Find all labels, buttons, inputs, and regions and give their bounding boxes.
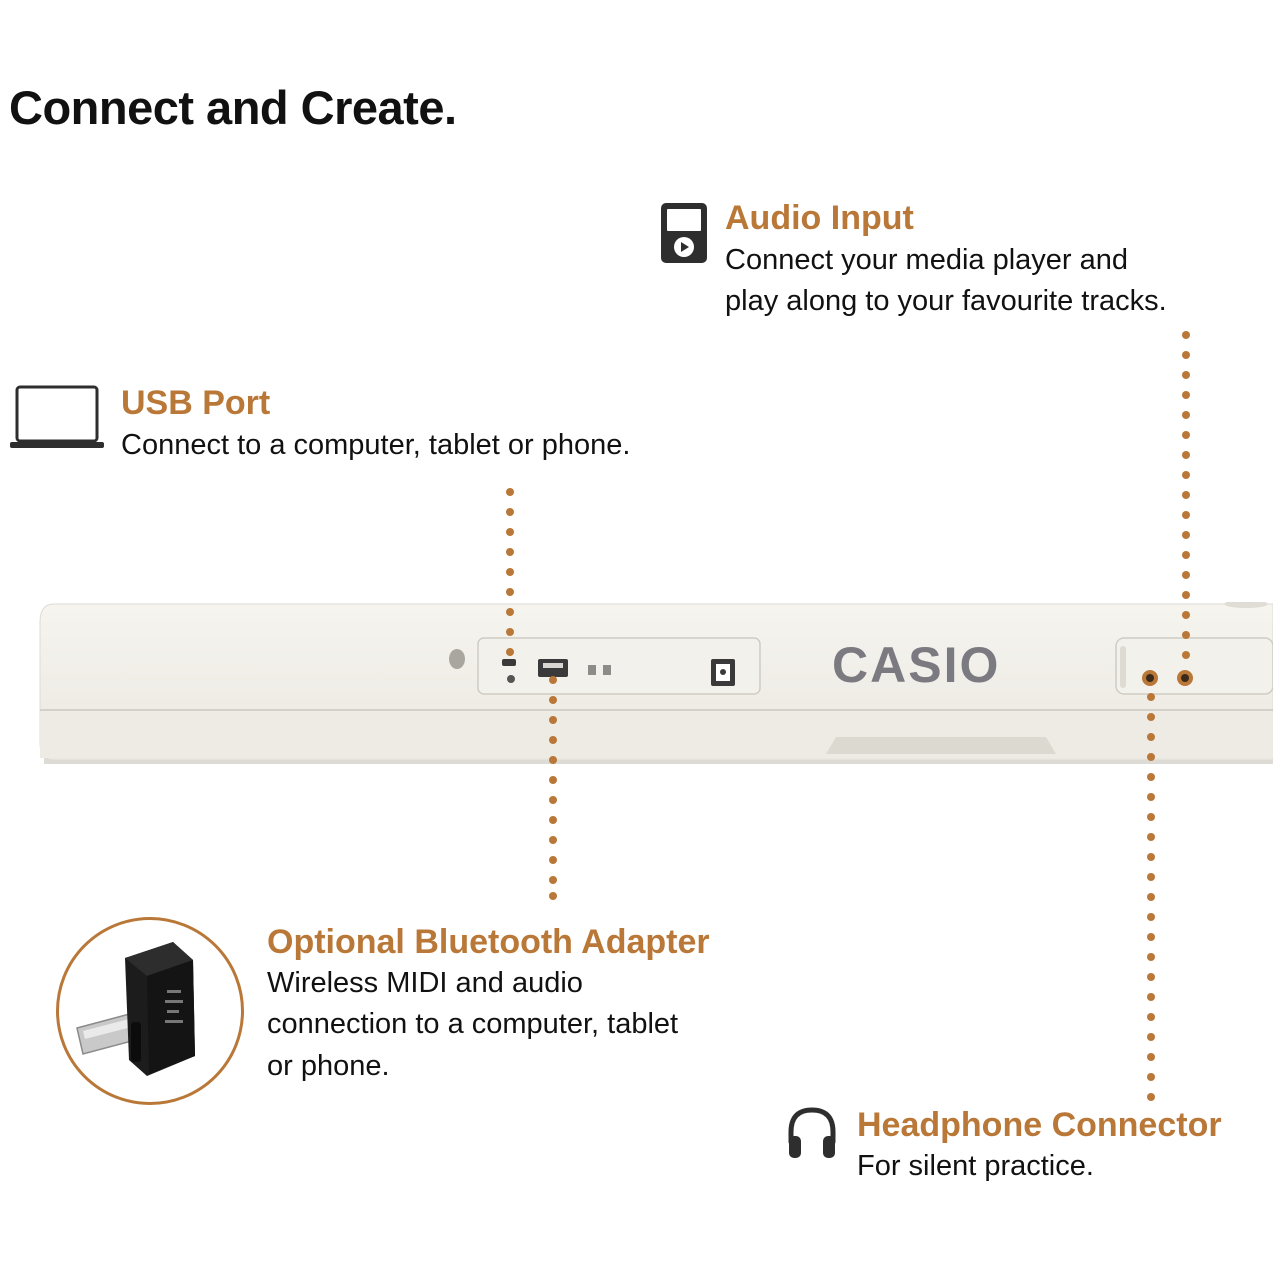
audio-input-desc-2: play along to your favourite tracks. <box>725 285 1167 317</box>
headphone-icon-wrap <box>786 1106 838 1160</box>
headphone-title: Headphone Connector <box>857 1106 1222 1144</box>
audio-input-desc-1: Connect your media player and <box>725 244 1129 276</box>
audio-input-title: Audio Input <box>725 199 914 237</box>
keyboard-illustration <box>39 600 1273 764</box>
bluetooth-adapter-desc-3: or phone. <box>267 1050 390 1082</box>
headphones-icon <box>788 1107 836 1158</box>
bluetooth-adapter-photo-frame <box>56 917 244 1105</box>
bluetooth-adapter-photo <box>76 942 195 1076</box>
laptop-icon <box>10 385 104 448</box>
page-title: Connect and Create. <box>9 81 457 134</box>
keyboard-brand-logo: CASIO <box>832 637 1001 693</box>
bluetooth-adapter-desc-2: connection to a computer, tablet <box>267 1008 679 1040</box>
usb-port-desc: Connect to a computer, tablet or phone. <box>121 429 631 461</box>
audio-input-icon-wrap <box>660 202 708 264</box>
bluetooth-adapter-desc-1: Wireless MIDI and audio <box>267 967 583 999</box>
usb-port-title: USB Port <box>121 384 271 422</box>
usb-port-icon-wrap <box>9 384 105 450</box>
media-player-icon <box>661 203 707 263</box>
bluetooth-adapter-title: Optional Bluetooth Adapter <box>267 923 710 961</box>
headphone-desc: For silent practice. <box>857 1150 1094 1182</box>
keyboard-back-panel: CASIO <box>36 600 1273 770</box>
